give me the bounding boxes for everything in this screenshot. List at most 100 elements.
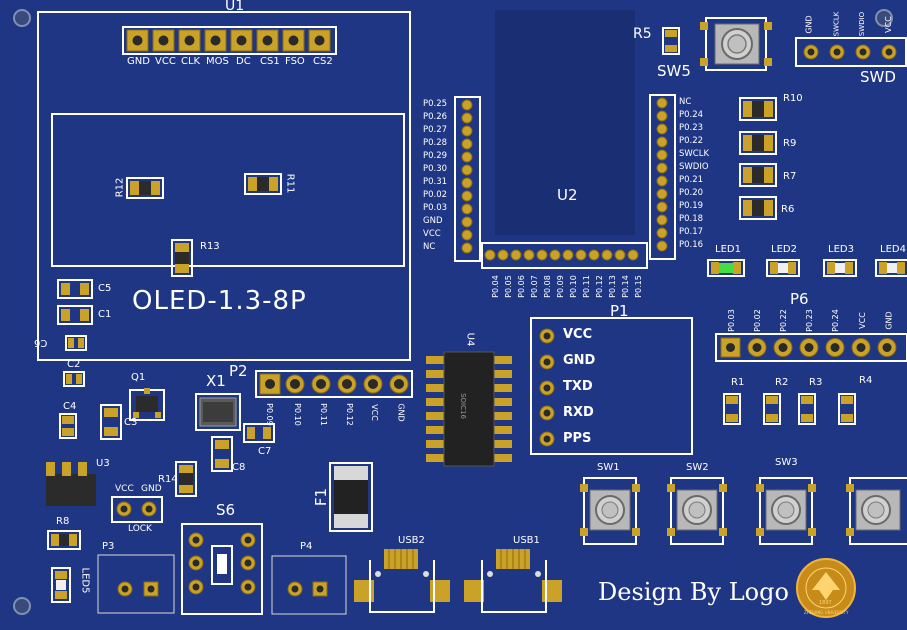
u2-bottom-pin: P0.15: [633, 275, 643, 298]
c2-label: C2: [67, 359, 81, 370]
oled-display-outline: [51, 113, 405, 267]
u2-right-pin: P0.16: [679, 240, 704, 250]
p6-pin: P0.22: [778, 309, 788, 332]
r7-label: R7: [783, 171, 797, 182]
u1-header-pads: [126, 29, 331, 52]
r5-label: R5: [633, 26, 652, 42]
p6-pin: P0.23: [804, 309, 814, 332]
university-logo-year: 1897: [819, 600, 832, 606]
r1-label: R1: [731, 377, 745, 388]
led2-icon: [766, 259, 800, 277]
u2-bottom-pin: P0.08: [542, 275, 552, 298]
lock-label: LOCK: [128, 524, 152, 534]
u1-pin-labels: GND VCC CLK MOS DC CS1 FSO CS2: [124, 56, 340, 68]
x1-label: X1: [206, 372, 226, 390]
sw3-label: SW3: [775, 457, 798, 468]
u2-right-pin-labels: NC P0.24 P0.23 P0.22 SWCLK SWDIO P0.21 P…: [679, 97, 719, 257]
sw4-button-icon[interactable]: [846, 477, 907, 545]
u2-left-pin: P0.02: [423, 190, 448, 200]
u2-left-pin: NC: [423, 242, 436, 252]
u2-left-pin-labels: P0.25 P0.26 P0.27 P0.28 P0.29 P0.30 P0.3…: [423, 99, 455, 259]
u2-bottom-header: [481, 242, 648, 269]
u2-right-header: [649, 94, 676, 260]
sw1-label: SW1: [597, 462, 620, 473]
p6-pin: VCC: [857, 312, 867, 329]
u2-right-pads: [656, 97, 668, 252]
u1-pin-gnd: GND: [127, 56, 150, 67]
p1-label: P1: [610, 302, 629, 320]
c7-label: C7: [258, 446, 272, 457]
p6-pin: P0.02: [752, 309, 762, 332]
c4-label: C4: [63, 401, 77, 412]
f1-label: F1: [312, 487, 331, 507]
u1-pin-cs1: CS1: [260, 56, 280, 67]
u3-label: U3: [96, 458, 110, 469]
u2-ref: U2: [557, 186, 578, 204]
r2-label: R2: [775, 377, 789, 388]
u2-bottom-pin: P0.09: [555, 275, 565, 298]
u1-pin-cs2: CS2: [313, 56, 333, 67]
led3-icon: [823, 259, 857, 277]
u2-right-pin: NC: [679, 97, 692, 107]
p6-pads: [720, 337, 897, 358]
u2-bottom-pads: [484, 249, 639, 261]
p1-pin-rxd: RXD: [563, 405, 594, 420]
swd-pin: SWCLK: [832, 11, 841, 37]
u2-right-pin: P0.17: [679, 227, 704, 237]
u2-left-pin: P0.31: [423, 177, 448, 187]
sw1-button-icon[interactable]: [580, 477, 640, 545]
u2-left-pin: P0.27: [423, 125, 448, 135]
r11-label: R11: [284, 173, 296, 194]
sw2-label: SW2: [686, 462, 709, 473]
u2-right-pin: P0.20: [679, 188, 704, 198]
u2-left-header: [454, 96, 481, 262]
sw5-label: SW5: [657, 62, 691, 80]
sw3-button-icon[interactable]: [756, 477, 816, 545]
q1-label: Q1: [131, 372, 146, 383]
r10-label: R10: [783, 93, 803, 104]
p6-pin-labels: P0.03 P0.02 P0.22 P0.23 P0.24 VCC GND: [720, 308, 906, 334]
u2-left-pads: [461, 99, 473, 254]
p1-pin-gnd: GND: [563, 353, 596, 368]
u2-bottom-pin-labels: P0.04 P0.05 P0.06 P0.07 P0.08 P0.09 P0.1…: [484, 270, 649, 300]
p2-pin: P0.11: [318, 403, 328, 426]
sw2-button-icon[interactable]: [667, 477, 727, 545]
p1-pin-txd: TXD: [563, 379, 593, 394]
swd-pin: GND: [804, 15, 814, 34]
u2-left-pin: P0.03: [423, 203, 448, 213]
mount-hole-icon: [875, 9, 893, 27]
u2-left-pin: GND: [423, 216, 443, 226]
swd-label: SWD: [860, 68, 896, 86]
u2-right-pin: SWDIO: [679, 162, 709, 172]
u2-right-pin: P0.18: [679, 214, 704, 224]
u1-ref: U1: [225, 0, 245, 14]
p3-label: P3: [102, 541, 115, 552]
r4-label: R4: [859, 375, 873, 386]
u2-left-pin: P0.26: [423, 112, 448, 122]
r6-label: R6: [781, 204, 795, 215]
p6-pin: GND: [884, 311, 894, 330]
r8-label: R8: [56, 516, 70, 527]
lock-gnd-label: GND: [141, 484, 162, 494]
u2-bottom-pin: P0.05: [503, 275, 513, 298]
u2-left-pin: VCC: [423, 229, 441, 239]
u2-bottom-pin: P0.11: [581, 275, 591, 298]
p2-pin: P0.12: [344, 403, 354, 426]
u2-left-pin: P0.28: [423, 138, 448, 148]
led4-label: LED4: [880, 244, 906, 255]
p2-pin: P0.10: [292, 403, 302, 426]
swd-pin: VCC: [883, 16, 893, 33]
u2-bottom-pin: P0.13: [607, 275, 617, 298]
c8-label: C8: [232, 462, 246, 473]
usb2-label: USB2: [398, 535, 425, 546]
c1-label: C1: [98, 309, 112, 320]
lock-vcc-label: VCC: [115, 484, 134, 494]
usb1-connector-icon: [464, 549, 562, 613]
u1-pin-vcc: VCC: [155, 56, 176, 67]
usb1-label: USB1: [513, 535, 540, 546]
u2-bottom-pin: P0.14: [620, 275, 630, 298]
u2-right-pin: P0.19: [679, 201, 704, 211]
swd-pin-labels: GND SWCLK SWDIO VCC: [800, 12, 906, 38]
university-logo-name: ZHEJIANG UNIVERSITY: [804, 610, 849, 615]
led2-label: LED2: [771, 244, 797, 255]
